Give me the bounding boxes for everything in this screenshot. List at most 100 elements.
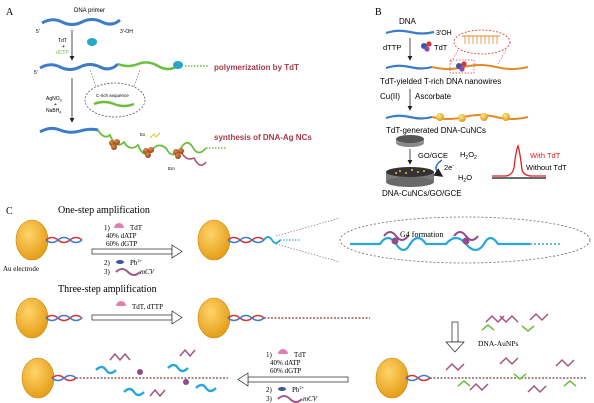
h2o2-label: H2O2 xyxy=(460,150,477,161)
tdt-label: TdT xyxy=(58,38,67,44)
cv-plot xyxy=(492,144,546,179)
g4-small-icon xyxy=(263,236,281,244)
au-electrode-6 xyxy=(375,357,409,399)
t-callout-line-2 xyxy=(497,49,507,65)
cu-nanocluster-3 xyxy=(480,113,488,121)
b-pb-label: Pb2+ xyxy=(292,385,305,394)
panel-b-label: B xyxy=(375,7,382,18)
au-electrode-1 xyxy=(15,219,49,261)
h2o-label: H2O xyxy=(458,173,472,184)
cu-nanocluster-2 xyxy=(458,114,466,122)
tdt-dttp-label: TdT, dTTP xyxy=(132,303,163,311)
dna-strand-b xyxy=(385,29,435,35)
ssdna-red-3 xyxy=(45,314,83,322)
electrode-disk xyxy=(396,135,424,147)
dna-aunp-network xyxy=(430,356,586,394)
b-step1-tdt-label: TdT xyxy=(294,351,307,359)
ssdna-blue-6 xyxy=(405,374,431,382)
panel-b: B DNA 3'OH dTTP TdT xyxy=(375,7,567,198)
with-tdt-curve xyxy=(492,144,546,177)
modified-electrode xyxy=(386,167,434,187)
panel-c-label: C xyxy=(6,206,13,217)
dctp-label: dCTP xyxy=(56,50,69,56)
polyc-tail xyxy=(117,61,179,71)
agno3-label: AgNO3 xyxy=(46,96,62,103)
redox-arrow xyxy=(433,159,444,177)
three-step-arrow-2 xyxy=(237,372,349,387)
ssdna-blue-2 xyxy=(227,236,265,244)
tdt-pacman-icon-1 xyxy=(114,223,124,228)
tdt-enzyme-icon-b xyxy=(421,41,432,52)
g4-callout xyxy=(339,216,591,264)
three-prime-oh-label: 3'-OH xyxy=(120,29,133,35)
tdt-enzyme-icon-b2 xyxy=(456,61,467,72)
ag-nanocluster-3 xyxy=(173,148,184,159)
step1-tdt-label: TdT xyxy=(130,224,143,232)
ssdna-red-4 xyxy=(227,314,265,322)
panel-a: A DNA primer 5' 3'-OH TdT + dCTP 5' poly… xyxy=(6,7,312,171)
nanowires-label: TdT-yielded T-rich DNA nanowires xyxy=(380,77,501,86)
g4-callout-line-2 xyxy=(275,243,341,263)
ag-nanocluster-2 xyxy=(143,147,154,158)
ssdna-blue-3 xyxy=(45,314,83,322)
mcv-strand-icon xyxy=(115,268,141,276)
step2-num-label: 2) xyxy=(104,259,111,267)
dna-label: DNA xyxy=(399,17,417,26)
with-tdt-label: With TdT xyxy=(530,151,561,160)
datp-label: 40% dATP xyxy=(106,232,137,240)
ag-nanocluster-1 xyxy=(109,139,120,150)
callout-line-left xyxy=(89,69,97,87)
electrons-label: 2e- xyxy=(444,163,454,172)
extended-primer-strand xyxy=(39,62,120,71)
tdt-enzyme-icon-2 xyxy=(173,61,183,69)
c-rich-label: C-rich sequence xyxy=(96,93,129,98)
c-rich-callout xyxy=(84,82,146,118)
b-mcv-strand-icon xyxy=(277,395,303,403)
g4-formation-label: G4 formation xyxy=(400,230,443,239)
nabh4-label: NaBH4 xyxy=(46,108,61,115)
ssdna-blue-1 xyxy=(45,236,83,244)
pb-label: Pb2+ xyxy=(130,258,143,267)
au-electrode-5 xyxy=(21,357,55,399)
cuncs-label: TdT-generated DNA-CuNCs xyxy=(386,126,486,135)
panel-a-label: A xyxy=(6,7,14,18)
three-oh-label: 3'OH xyxy=(436,30,452,37)
cu-nanowire xyxy=(431,114,529,120)
plus-label: + xyxy=(62,44,65,50)
cu-nanocluster-1 xyxy=(436,113,444,121)
au-electrode-4 xyxy=(197,297,231,339)
b-step3-num-label: 3) xyxy=(266,395,273,403)
mcv-g4-complex-2 xyxy=(453,231,479,245)
dna-strand-b2 xyxy=(385,64,433,70)
tdt-pacman-icon-3 xyxy=(278,349,288,354)
dna-aunps-label: DNA-AuNPs xyxy=(478,339,519,348)
g4-callout-line-1 xyxy=(275,217,341,237)
cu-label: Cu(II) xyxy=(380,92,400,101)
five-prime-label: 5' xyxy=(36,29,40,35)
dttp-label: dTTP xyxy=(383,43,401,52)
excitation-zigzag xyxy=(149,132,161,139)
t-callout-line-1 xyxy=(449,49,459,65)
mcv-g4-complex-1 xyxy=(383,231,409,245)
b-mcv-label: mCV xyxy=(303,395,318,403)
c-rich-strand xyxy=(93,100,135,108)
nanowire-highlight-box xyxy=(449,59,475,74)
amplified-g4-network xyxy=(76,348,228,398)
au-electrode-label: Au electrode xyxy=(3,265,39,273)
ssdna-blue-5 xyxy=(51,374,77,382)
dna-primer-label: DNA primer xyxy=(74,8,105,14)
b-step2-num-label: 2) xyxy=(266,386,273,394)
primer-strand xyxy=(41,18,121,26)
tdt-pacman-icon-2 xyxy=(116,301,126,306)
one-step-title: One-step amplification xyxy=(58,205,150,216)
synthesis-label: synthesis of DNA-Ag NCs xyxy=(214,133,312,142)
mcv-label: mCV xyxy=(140,268,155,276)
b-pb-ion-icon xyxy=(278,387,286,391)
em-strand xyxy=(179,149,207,166)
dna-strand-b3 xyxy=(385,114,433,120)
without-tdt-label: Without TdT xyxy=(526,163,567,172)
ssdna-red-1 xyxy=(45,236,83,244)
t-rich-callout xyxy=(453,29,511,55)
au-electrode-2 xyxy=(197,219,231,261)
